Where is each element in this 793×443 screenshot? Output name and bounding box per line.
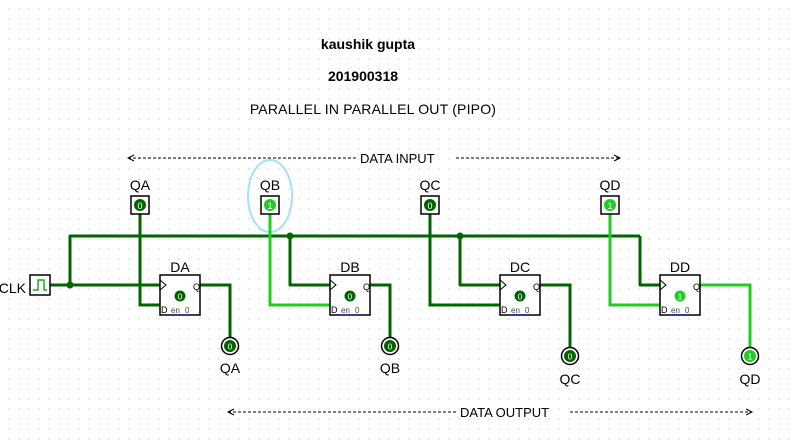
output-led-label: QD [740, 371, 761, 387]
input-pin-label: QB [260, 177, 280, 193]
flipflop-reset-pin: 0 [185, 306, 190, 315]
input-pin-qc[interactable]: QC 0 [420, 177, 441, 215]
flipflop-d-pin: D [331, 305, 338, 315]
input-pin-qa[interactable]: QA 0 [130, 177, 151, 215]
flipflop-state: 1 [678, 293, 683, 302]
wire-qd-out [700, 283, 752, 348]
flipflop-en-pin: en [171, 306, 180, 315]
wire-qc-out [540, 283, 572, 348]
flipflop-en-pin: en [511, 306, 520, 315]
output-led-qa[interactable]: 0 QA [220, 336, 241, 377]
flipflop-label: DC [510, 259, 530, 275]
clock-label: CLK [0, 280, 27, 296]
bus-junction [286, 232, 294, 240]
wire-qb-in [268, 214, 330, 307]
square-wave-icon [33, 279, 47, 291]
flipflop-d-pin: D [661, 305, 668, 315]
input-pin-label: QA [130, 177, 151, 193]
output-led-label: QB [380, 360, 400, 376]
flipflop-reset-pin: 0 [685, 306, 690, 315]
wire-qc-in [428, 214, 500, 307]
output-led-value: 0 [388, 343, 393, 352]
flipflop-da[interactable]: DA Q 0 D en 0 [159, 259, 201, 316]
flipflop-q-pin: Q [363, 282, 370, 292]
flipflop-label: DD [670, 259, 690, 275]
flipflop-reset-pin: 0 [355, 306, 360, 315]
output-led-value: 1 [748, 353, 753, 362]
output-led-value: 0 [568, 353, 573, 362]
flipflop-state: 0 [178, 293, 183, 302]
author-name: kaushik gupta [320, 36, 416, 52]
output-led-qc[interactable]: 0 QC [560, 346, 581, 388]
input-pin-value: 0 [137, 201, 142, 211]
input-pin-value: 0 [427, 201, 432, 211]
flipflop-dc[interactable]: DC Q 0 D en 0 [499, 259, 541, 316]
flipflop-db[interactable]: DB Q 0 D en 0 [329, 259, 371, 316]
clock-bus-wires [50, 234, 660, 287]
flipflop-label: DA [170, 259, 190, 275]
input-pin-value: 1 [267, 201, 272, 211]
wire-qa-in [138, 214, 160, 307]
wire-qd-in [608, 214, 660, 307]
output-led-label: QC [560, 371, 581, 387]
input-pin-label: QC [420, 177, 441, 193]
data-input-annotation: DATA INPUT [126, 151, 622, 166]
flipflop-q-pin: Q [193, 282, 200, 292]
input-pin-value: 1 [607, 201, 612, 211]
roll-number: 201900318 [327, 68, 399, 84]
output-led-label: QA [220, 360, 241, 376]
clock-source[interactable]: CLK [0, 274, 51, 296]
flipflop-en-pin: en [341, 306, 350, 315]
wire-qb-out [370, 283, 392, 338]
flipflop-d-pin: D [161, 305, 168, 315]
output-led-qd[interactable]: 1 QD [740, 346, 761, 388]
flipflop-dd[interactable]: DD Q 1 D en 0 [659, 259, 701, 316]
clock-junction [66, 281, 74, 289]
flipflop-q-pin: Q [533, 282, 540, 292]
input-pin-label: QD [600, 177, 621, 193]
data-output-label: DATA OUTPUT [460, 405, 549, 420]
data-input-label: DATA INPUT [360, 151, 435, 166]
input-pin-qd[interactable]: QD 1 [600, 177, 621, 215]
flipflop-state: 0 [518, 293, 523, 302]
input-pin-qb[interactable]: QB 1 [260, 177, 280, 215]
output-led-value: 0 [228, 343, 233, 352]
flipflop-q-pin: Q [693, 282, 700, 292]
flipflop-d-pin: D [501, 305, 508, 315]
wire-qa-out [200, 283, 232, 338]
data-output-annotation: DATA OUTPUT [226, 405, 754, 420]
flipflop-label: DB [340, 259, 359, 275]
bus-junction [456, 232, 464, 240]
output-led-qb[interactable]: 0 QB [380, 336, 400, 377]
flipflop-reset-pin: 0 [525, 306, 530, 315]
flipflop-en-pin: en [671, 306, 680, 315]
flipflop-state: 0 [348, 293, 353, 302]
circuit-title: PARALLEL IN PARALLEL OUT (PIPO) [249, 101, 497, 117]
